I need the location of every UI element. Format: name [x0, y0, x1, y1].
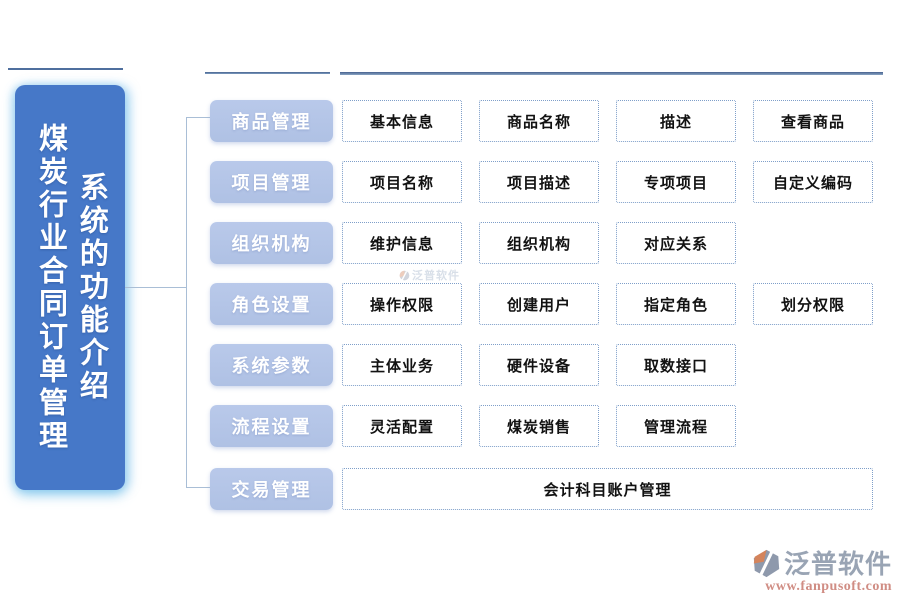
feature-row-roles: 角色设置 操作权限 创建用户 指定角色 划分权限: [0, 283, 900, 325]
fanpu-logo-icon: [399, 270, 410, 280]
feature-item-wide: 会计科目账户管理: [342, 468, 873, 510]
brand-name: 泛普软件: [783, 548, 892, 579]
feature-item: 维护信息: [342, 222, 462, 264]
feature-item: 划分权限: [753, 283, 873, 325]
category-box-parameters: 系统参数: [210, 344, 333, 386]
feature-item: 管理流程: [616, 405, 736, 447]
feature-item: 操作权限: [342, 283, 462, 325]
feature-item: 描述: [616, 100, 736, 142]
center-watermark: 泛普软件: [399, 267, 460, 283]
feature-item: 灵活配置: [342, 405, 462, 447]
feature-item: 创建用户: [479, 283, 599, 325]
category-box-project: 项目管理: [210, 161, 333, 203]
feature-row-goods: 商品管理 基本信息 商品名称 描述 查看商品: [0, 100, 900, 142]
divider-line-banner: [8, 68, 123, 70]
connector-stub-top: [187, 117, 211, 118]
feature-item: 项目名称: [342, 161, 462, 203]
title-banner: 煤炭行业合同订单管理 系统的功能介绍: [15, 85, 125, 490]
watermark-text: 泛普软件: [412, 270, 460, 282]
feature-item: 自定义编码: [753, 161, 873, 203]
feature-item: 取数接口: [616, 344, 736, 386]
feature-row-organization: 组织机构 维护信息 组织机构 对应关系: [0, 222, 900, 264]
banner-title-main: 煤炭行业合同订单管理: [34, 122, 67, 453]
feature-row-workflow: 流程设置 灵活配置 煤炭销售 管理流程: [0, 405, 900, 447]
category-box-workflow: 流程设置: [210, 405, 333, 447]
feature-row-parameters: 系统参数 主体业务 硬件设备 取数接口: [0, 344, 900, 386]
feature-row-trade: 交易管理 会计科目账户管理: [0, 468, 900, 510]
category-box-roles: 角色设置: [210, 283, 333, 325]
connector-spine: [186, 117, 187, 488]
feature-item: 指定角色: [616, 283, 736, 325]
category-box-trade: 交易管理: [210, 468, 333, 510]
feature-item: 项目描述: [479, 161, 599, 203]
divider-line-categories: [205, 72, 330, 74]
divider-line-main: [340, 72, 883, 75]
feature-row-project: 项目管理 项目名称 项目描述 专项项目 自定义编码: [0, 161, 900, 203]
brand-url: www.fanpusoft.com: [765, 579, 892, 594]
feature-item: 商品名称: [479, 100, 599, 142]
feature-item: 硬件设备: [479, 344, 599, 386]
feature-item: 煤炭销售: [479, 405, 599, 447]
brand-logo: 泛普软件 www.fanpusoft.com: [732, 549, 892, 595]
feature-item: 主体业务: [342, 344, 462, 386]
fanpu-logo-icon: [753, 549, 780, 578]
category-box-goods: 商品管理: [210, 100, 333, 142]
feature-item: 查看商品: [753, 100, 873, 142]
category-box-organization: 组织机构: [210, 222, 333, 264]
feature-item: 对应关系: [616, 222, 736, 264]
connector-stub-bottom: [187, 487, 211, 488]
banner-title-sub: 系统的功能介绍: [75, 172, 108, 403]
feature-item: 基本信息: [342, 100, 462, 142]
feature-item: 组织机构: [479, 222, 599, 264]
feature-item: 专项项目: [616, 161, 736, 203]
connector-branch: [125, 287, 186, 288]
